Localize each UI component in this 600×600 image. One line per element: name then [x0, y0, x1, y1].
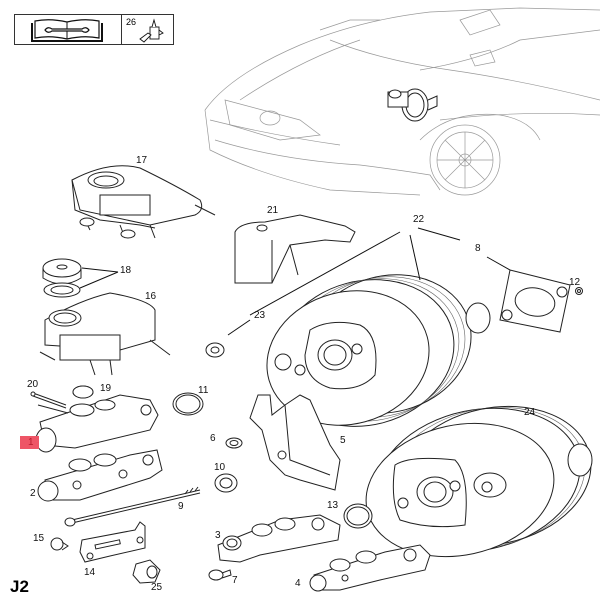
part-19-grommet[interactable] [72, 385, 94, 399]
callout-10[interactable]: 10 [214, 462, 226, 473]
callout-1-highlighted[interactable]: 1 [20, 436, 39, 449]
callout-18[interactable]: 18 [120, 265, 132, 276]
brake-fluid-bottle-icon [139, 18, 164, 43]
callout-17[interactable]: 17 [136, 155, 148, 166]
part-6-seal[interactable] [225, 437, 243, 449]
part-14-bracket-plate[interactable] [79, 521, 146, 563]
callout-15[interactable]: 15 [33, 533, 45, 544]
part-18-cap[interactable] [42, 258, 119, 298]
callout-22[interactable]: 22 [413, 214, 425, 225]
car-outline-illustration [204, 7, 600, 196]
brake-fluid-reference: 26 [122, 15, 173, 44]
callout-25[interactable]: 25 [151, 582, 163, 593]
callout-20[interactable]: 20 [27, 379, 39, 390]
callout-2[interactable]: 2 [30, 488, 36, 499]
part-5-bracket[interactable] [249, 394, 341, 491]
callout-6[interactable]: 6 [210, 433, 216, 444]
part-3-master-cylinder[interactable] [217, 514, 341, 563]
callout-5[interactable]: 5 [340, 435, 346, 446]
callout-19[interactable]: 19 [100, 383, 112, 394]
part-22-brake-booster[interactable] [249, 227, 491, 446]
part-1-master-cylinder[interactable] [35, 385, 159, 453]
callout-8[interactable]: 8 [475, 243, 481, 254]
callout-4[interactable]: 4 [295, 578, 301, 589]
callout-11[interactable]: 11 [198, 385, 209, 396]
part-11-o-ring[interactable] [172, 392, 204, 416]
callout-12[interactable]: 12 [569, 277, 581, 288]
reference-number: 26 [126, 17, 137, 27]
part-12-small-seal[interactable] [575, 287, 583, 295]
callout-3[interactable]: 3 [215, 530, 221, 541]
part-7-bolt[interactable] [208, 569, 232, 581]
part-25-nut[interactable] [132, 559, 161, 584]
part-16-reservoir[interactable] [39, 292, 171, 376]
part-15-clip[interactable] [50, 537, 69, 551]
part-21-cover[interactable] [234, 214, 356, 284]
part-24-brake-booster[interactable] [354, 389, 600, 573]
part-20-pin[interactable] [30, 391, 67, 409]
part-13-o-ring[interactable] [343, 503, 373, 529]
header-reference-box: 26 [14, 14, 174, 45]
page-code: J2 [10, 577, 29, 596]
part-9-stud[interactable] [64, 486, 201, 527]
callout-23[interactable]: 23 [254, 310, 266, 321]
part-2-master-cylinder[interactable] [37, 449, 163, 502]
repair-manual-book-wrench-icon [15, 15, 122, 44]
callout-13[interactable]: 13 [327, 500, 339, 511]
part-23-nut[interactable] [205, 319, 251, 358]
part-10-nut[interactable] [214, 473, 238, 493]
callout-24[interactable]: 24 [524, 407, 536, 418]
callout-16[interactable]: 16 [145, 291, 157, 302]
callout-14[interactable]: 14 [84, 567, 96, 578]
part-17-reservoir[interactable] [71, 165, 216, 239]
callout-7[interactable]: 7 [232, 575, 238, 586]
part-4-master-cylinder[interactable] [309, 544, 431, 592]
callout-9[interactable]: 9 [178, 501, 184, 512]
booster-location-marker [387, 88, 438, 122]
callout-21[interactable]: 21 [267, 205, 279, 216]
part-8-gasket[interactable] [486, 256, 571, 333]
